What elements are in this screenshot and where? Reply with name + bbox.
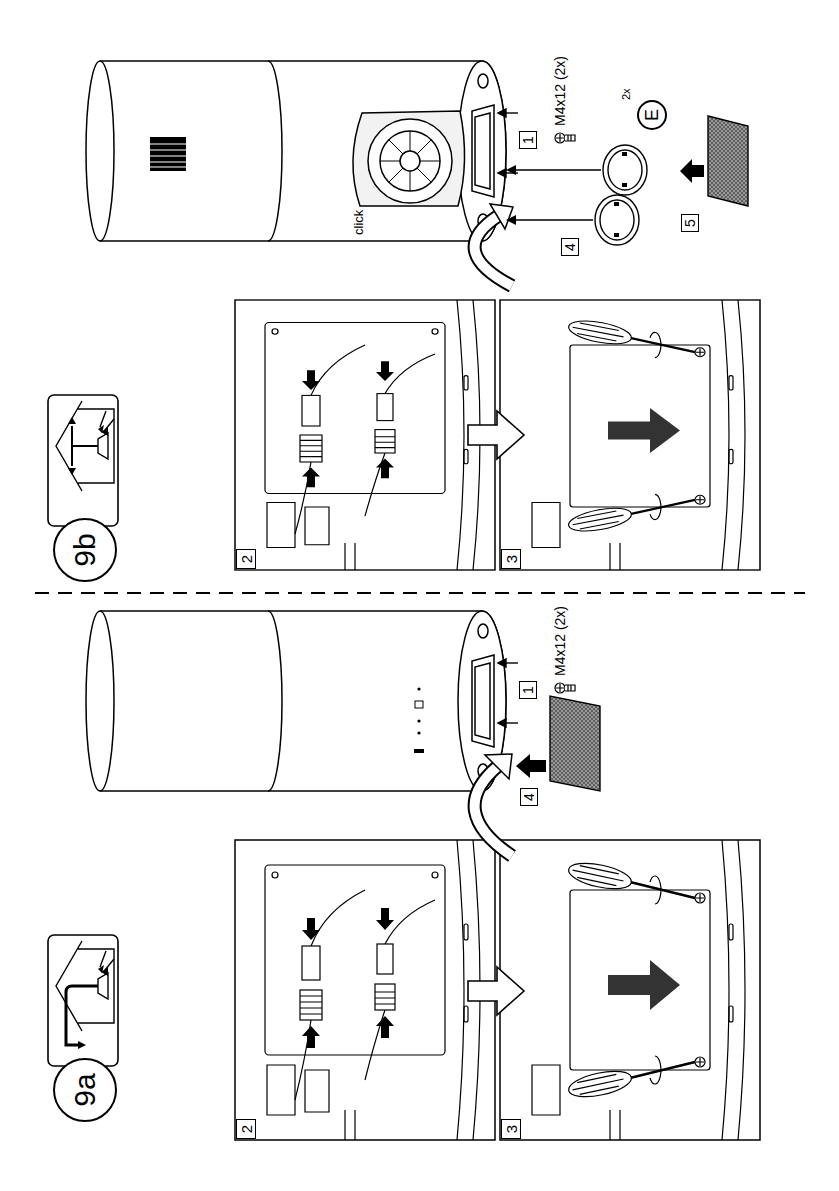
screw-spec: M4x12 (2x) bbox=[553, 55, 568, 127]
callout-number: 3 bbox=[501, 549, 521, 569]
click-note: click bbox=[352, 209, 366, 236]
node-text: 2 bbox=[239, 1125, 254, 1133]
callout-number: 5 bbox=[681, 214, 699, 232]
node-text: 4 bbox=[522, 793, 536, 801]
node-text: 4 bbox=[563, 243, 577, 251]
step-badge: 9b bbox=[53, 518, 117, 582]
callout-number: 4 bbox=[561, 238, 579, 256]
node-text: 2 bbox=[239, 555, 254, 563]
node-text: 3 bbox=[504, 1125, 519, 1133]
step-badge: 9a bbox=[53, 1058, 117, 1122]
node-text: 1 bbox=[521, 136, 535, 144]
callout-number: 1 bbox=[519, 681, 537, 699]
node-text: 3 bbox=[504, 555, 519, 563]
node-text: 9a bbox=[70, 1073, 100, 1106]
quantity-note: 2x bbox=[620, 87, 632, 101]
callout-number: 4 bbox=[520, 788, 538, 806]
part-letter: E bbox=[637, 100, 667, 130]
node-text: 5 bbox=[683, 219, 697, 227]
callout-number: 2 bbox=[236, 549, 256, 569]
callout-number: 3 bbox=[501, 1119, 521, 1139]
node-text: E bbox=[643, 109, 661, 121]
callout-number: 1 bbox=[519, 131, 537, 149]
node-text: 1 bbox=[521, 686, 535, 694]
callout-number: 2 bbox=[236, 1119, 256, 1139]
screw-spec: M4x12 (2x) bbox=[553, 605, 568, 677]
node-text: 9b bbox=[70, 533, 100, 566]
